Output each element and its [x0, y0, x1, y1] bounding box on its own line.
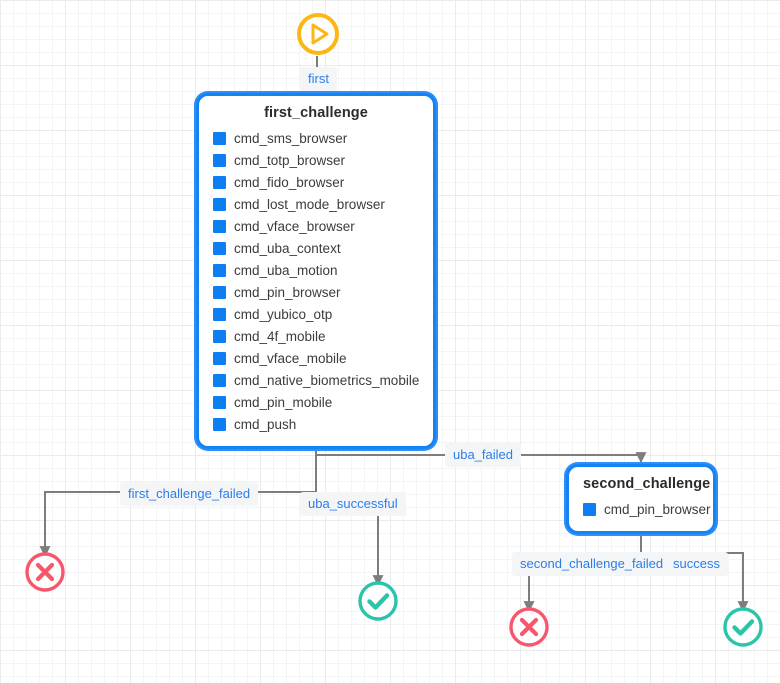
node-second-challenge[interactable]: second_challenge cmd_pin_browser — [566, 464, 716, 534]
edge-label-success[interactable]: success — [665, 552, 728, 576]
cmd-label: cmd_vface_mobile — [234, 351, 347, 367]
cmd-label: cmd_vface_browser — [234, 219, 355, 235]
list-item[interactable]: cmd_pin_browser — [583, 499, 711, 521]
swatch-icon — [213, 308, 226, 322]
terminal-second-challenge-failed[interactable] — [508, 606, 550, 648]
list-item[interactable]: cmd_lost_mode_browser — [213, 194, 419, 216]
swatch-icon — [213, 154, 226, 168]
success-check-circle-icon — [358, 581, 398, 621]
list-item[interactable]: cmd_totp_browser — [213, 150, 419, 172]
cmd-label: cmd_lost_mode_browser — [234, 197, 385, 213]
list-item[interactable]: cmd_4f_mobile — [213, 326, 419, 348]
cmd-label: cmd_uba_context — [234, 241, 341, 257]
list-item[interactable]: cmd_native_biometrics_mobile — [213, 370, 419, 392]
cmd-label: cmd_yubico_otp — [234, 307, 333, 323]
cmd-label: cmd_totp_browser — [234, 153, 346, 169]
swatch-icon — [213, 264, 226, 278]
cmd-label: cmd_native_biometrics_mobile — [234, 373, 420, 389]
list-item[interactable]: cmd_uba_motion — [213, 260, 419, 282]
cmd-label: cmd_pin_browser — [234, 285, 341, 301]
fail-x-circle-icon — [509, 607, 549, 647]
swatch-icon — [583, 503, 596, 517]
cmd-label: cmd_sms_browser — [234, 131, 348, 147]
terminal-first-challenge-failed[interactable] — [24, 551, 66, 593]
cmd-label: cmd_uba_motion — [234, 263, 338, 279]
edge-label-first-challenge-failed[interactable]: first_challenge_failed — [120, 482, 259, 506]
swatch-icon — [213, 396, 226, 410]
node-first-challenge[interactable]: first_challenge cmd_sms_browser cmd_totp… — [196, 93, 436, 449]
cmd-label: cmd_pin_mobile — [234, 395, 333, 411]
list-item[interactable]: cmd_vface_browser — [213, 216, 419, 238]
success-check-circle-icon — [723, 607, 763, 647]
list-item[interactable]: cmd_sms_browser — [213, 128, 419, 150]
list-item[interactable]: cmd_vface_mobile — [213, 348, 419, 370]
list-item[interactable]: cmd_uba_context — [213, 238, 419, 260]
start-node[interactable] — [296, 12, 340, 56]
swatch-icon — [213, 418, 226, 432]
cmd-label: cmd_pin_browser — [604, 502, 711, 518]
list-item[interactable]: cmd_pin_mobile — [213, 392, 419, 414]
cmd-label: cmd_fido_browser — [234, 175, 345, 191]
edge-label-second-challenge-failed[interactable]: second_challenge_failed — [512, 552, 672, 576]
cmd-list-first-challenge: cmd_sms_browser cmd_totp_browser cmd_fid… — [213, 128, 419, 436]
swatch-icon — [213, 352, 226, 366]
list-item[interactable]: cmd_pin_browser — [213, 282, 419, 304]
swatch-icon — [213, 374, 226, 388]
edge-label-uba-successful[interactable]: uba_successful — [300, 492, 406, 516]
swatch-icon — [213, 220, 226, 234]
terminal-uba-successful[interactable] — [357, 580, 399, 622]
terminal-success[interactable] — [722, 606, 764, 648]
list-item[interactable]: cmd_yubico_otp — [213, 304, 419, 326]
swatch-icon — [213, 242, 226, 256]
swatch-icon — [213, 132, 226, 146]
cmd-label: cmd_push — [234, 417, 297, 433]
node-title-second-challenge: second_challenge — [583, 476, 711, 492]
cmd-list-second-challenge: cmd_pin_browser — [583, 499, 711, 521]
list-item[interactable]: cmd_push — [213, 414, 419, 436]
swatch-icon — [213, 198, 226, 212]
swatch-icon — [213, 176, 226, 190]
edge-label-first[interactable]: first — [300, 67, 337, 91]
cmd-label: cmd_4f_mobile — [234, 329, 326, 345]
edge-label-uba-failed[interactable]: uba_failed — [445, 443, 521, 467]
swatch-icon — [213, 330, 226, 344]
node-title-first-challenge: first_challenge — [264, 105, 368, 121]
play-circle-icon — [297, 13, 339, 55]
swatch-icon — [213, 286, 226, 300]
list-item[interactable]: cmd_fido_browser — [213, 172, 419, 194]
fail-x-circle-icon — [25, 552, 65, 592]
